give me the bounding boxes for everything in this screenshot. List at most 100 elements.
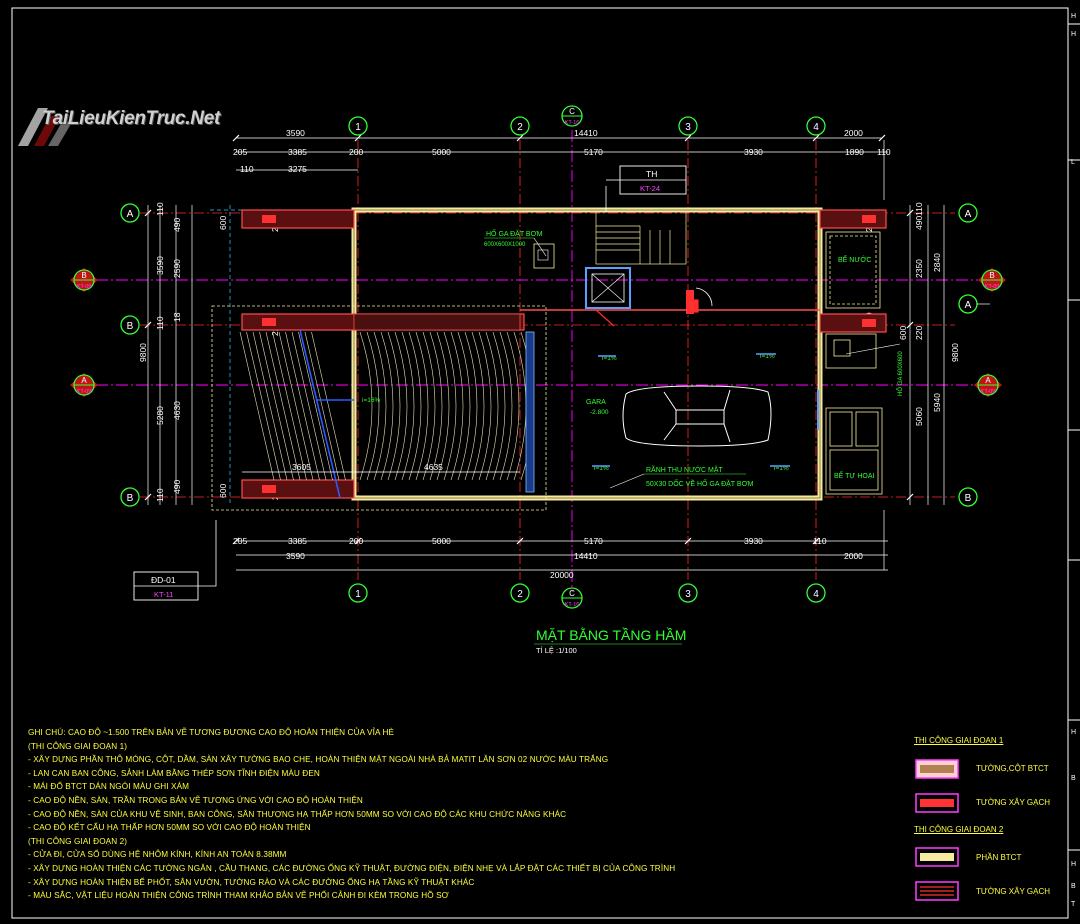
dim-top: 110 bbox=[877, 147, 891, 157]
dim-top: 3385 bbox=[288, 147, 307, 157]
tb-letter: B bbox=[1071, 883, 1076, 890]
tb-letter: H bbox=[1071, 861, 1076, 868]
swatch-brick-2 bbox=[915, 881, 959, 901]
grid-bubble-col-4: 4 bbox=[806, 116, 826, 136]
dim-left-mid: 3590 bbox=[155, 256, 165, 275]
ramp-hatching bbox=[239, 331, 534, 481]
dim-top-overall: 14410 bbox=[574, 128, 598, 138]
grid-bubble-col-2: 2 bbox=[510, 116, 530, 136]
ramp-hatch-curve bbox=[485, 331, 499, 481]
swatch-brick bbox=[915, 793, 959, 813]
dim-top: 3930 bbox=[744, 147, 763, 157]
section-markers: C KT-16 C KT-16 B KT-09 A KT-09 B bbox=[70, 105, 1006, 609]
ramp-hatch-curve bbox=[408, 331, 422, 481]
svg-text:B: B bbox=[965, 493, 972, 504]
dimension-ticks bbox=[144, 134, 914, 545]
dd-label: ĐD-01 bbox=[151, 575, 176, 585]
dim-left-inner: 4630 bbox=[172, 401, 182, 420]
slope-markers: i=1% i=1% i=1% i=1% bbox=[592, 353, 790, 472]
gara-label: GARA bbox=[586, 399, 606, 406]
grid-bubbles: 1 2 3 4 1 2 3 4 A B B A A B bbox=[120, 116, 990, 603]
ramp-len1: 3605 bbox=[292, 462, 311, 472]
dim-bottom: 110 bbox=[813, 536, 827, 546]
dim-bottom-total: 20000 bbox=[550, 570, 574, 580]
svg-text:1: 1 bbox=[355, 589, 361, 600]
dim-top: 200 bbox=[349, 147, 363, 157]
ramp-hatch-curve bbox=[415, 331, 429, 481]
lift-shaft bbox=[585, 267, 631, 309]
dimension-chains bbox=[147, 137, 945, 571]
ranh-label: RÃNH THU NƯỚC MẶT bbox=[646, 465, 724, 474]
ramp-hatch-curve bbox=[506, 331, 520, 481]
ramp-hatch-line bbox=[246, 331, 281, 481]
note-line: - MÀU SẮC, VẬT LIỆU HOÀN THIỆN CÔNG TRÌN… bbox=[28, 891, 449, 901]
slope-label: i=1% bbox=[760, 353, 775, 360]
title-block: H H L H B H B T bbox=[1068, 13, 1080, 908]
note-line: - CAO ĐỘ NỀN, SÀN, TRẦN TRONG BẢN VẼ TƯƠ… bbox=[28, 795, 363, 805]
grid-lines-horizontal bbox=[140, 212, 955, 498]
dim-bottom: 3385 bbox=[288, 536, 307, 546]
ramp-hatch-curve bbox=[380, 331, 394, 481]
ramp-hatch-curve bbox=[429, 331, 443, 481]
drawing-title: MẶT BẰNG TẦNG HẦM bbox=[536, 626, 686, 643]
svg-text:1: 1 bbox=[355, 122, 361, 133]
gara-level: -2.800 bbox=[590, 409, 609, 416]
btct-beams bbox=[241, 209, 887, 499]
note-line: - CAO ĐỘ NỀN, SÀN CỦA KHU VỆ SINH, BAN C… bbox=[28, 809, 567, 819]
dim-left-small: 600 bbox=[218, 484, 228, 498]
ramp-hatch-curve bbox=[457, 331, 471, 481]
grid-bubble-row-b-right: B bbox=[958, 487, 978, 507]
section-lines-horizontal bbox=[96, 279, 978, 386]
note-line: - XÂY DỰNG HOÀN THIỆN CÁC TƯỜNG NGĂN , C… bbox=[28, 863, 676, 873]
dim-left-small: 18 bbox=[172, 312, 182, 322]
dim-top: 3275 bbox=[288, 164, 307, 174]
ramp-hatch-line bbox=[239, 331, 275, 481]
ramp-hatch-line bbox=[285, 331, 320, 481]
svg-text:A: A bbox=[965, 209, 972, 220]
slope-label: i=1% bbox=[594, 465, 609, 472]
th-label: TH bbox=[646, 169, 657, 179]
svg-text:KT-09: KT-09 bbox=[985, 284, 1000, 290]
beam-bottom-left bbox=[241, 479, 355, 499]
svg-text:A: A bbox=[81, 376, 87, 385]
legend-swatches bbox=[915, 759, 959, 901]
be-nuoc-label: BỂ NƯỚC bbox=[838, 255, 871, 264]
grid-bubble-col-2-bottom: 2 bbox=[510, 583, 530, 603]
dim-right-mid: 2840 bbox=[932, 253, 942, 272]
grid-bubble-col-1-bottom: 1 bbox=[348, 583, 368, 603]
dim-top: 110 bbox=[240, 164, 254, 174]
dim-left-small: 600 bbox=[218, 216, 228, 230]
section-marker-b-right: B KT-09 bbox=[978, 268, 1006, 292]
beam-top-right bbox=[819, 209, 887, 229]
svg-text:A: A bbox=[965, 300, 972, 311]
tb-letter: H bbox=[1071, 729, 1076, 736]
ramp-len2: 4635 bbox=[424, 462, 443, 472]
section-marker-a-left: A KT-09 bbox=[70, 373, 98, 397]
dim-left-small: 110 bbox=[155, 316, 165, 330]
ramp-hatch-curve bbox=[401, 331, 415, 481]
partition-wall-mid bbox=[353, 313, 521, 331]
tb-letter: L bbox=[1071, 159, 1075, 166]
grid-bubble-row-a: A bbox=[120, 203, 140, 223]
ramp-hatch-curve bbox=[394, 331, 408, 481]
note-line: - CAO ĐỘ KẾT CẤU HẠ THẤP HƠN 50MM SO VỚI… bbox=[28, 823, 311, 833]
svg-text:KT-09: KT-09 bbox=[77, 389, 92, 395]
ramp-hatch-line bbox=[311, 331, 346, 481]
car-symbol bbox=[622, 385, 772, 447]
note-line: (THI CÔNG GIAI ĐOẠN 1) bbox=[28, 741, 128, 751]
ramp-hatch-line bbox=[278, 331, 314, 481]
ramp-hatch-curve bbox=[450, 331, 464, 481]
legend-phase2-title: THI CÔNG GIAI ĐOẠN 2 bbox=[914, 825, 1004, 834]
svg-text:A: A bbox=[985, 376, 991, 385]
svg-text:KT-09: KT-09 bbox=[77, 284, 92, 290]
ramp-outline bbox=[211, 305, 547, 511]
dim-right-small: 600 bbox=[898, 326, 908, 340]
ramp-hatch-curve bbox=[359, 331, 373, 481]
ho-ga-right-label: HỐ GA 600X600 bbox=[897, 351, 904, 396]
dim-bottom: 3590 bbox=[286, 551, 305, 561]
dd-ref: KT-11 bbox=[154, 590, 173, 599]
ramp-hatch-curve bbox=[443, 331, 457, 481]
ramp-centerline bbox=[299, 329, 341, 499]
grid-lines-vertical bbox=[357, 140, 817, 580]
beam-mid-right bbox=[819, 313, 887, 333]
